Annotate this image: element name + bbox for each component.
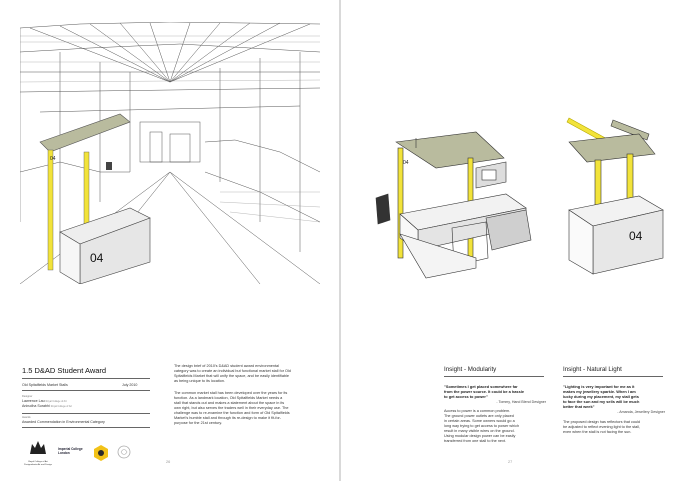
award-text: Awarded Commendation in Environmental Ca… (22, 420, 105, 424)
rca-crest-icon (30, 441, 46, 454)
insight-heading-natural-light: Insight - Natural Light (563, 366, 622, 373)
project-rule (22, 390, 150, 391)
circle-emblem-icon (117, 445, 131, 459)
team-list: Lawrence Lau Royal College of Art Anirud… (22, 399, 72, 410)
page-title: 1.5 D&AD Student Award (22, 366, 107, 375)
team-label: Designer (22, 395, 33, 398)
modularity-body: Access to power is a common problem. The… (444, 409, 520, 443)
page-left: 04 04 1.5 D&AD Student Award Old Spitalf… (0, 0, 339, 481)
team-member-name: Lawrence Lau (22, 399, 45, 403)
imperial-logo-text: Imperial College London (58, 447, 83, 455)
page-right: 04 04 Insight - Modularity "Sometimes I … (341, 0, 680, 481)
natural-light-quote: "Lighting is very important for me as it… (563, 384, 640, 409)
reflector-stall-diagram: 04 (566, 117, 664, 275)
project-name: Old Spitalfields Market Stalls (22, 383, 68, 387)
natural-light-attribution: - Amanda, Jewellery Designer (617, 410, 665, 414)
modularity-quote: "Sometimes I get placed somewhere far fr… (444, 384, 524, 399)
circle-logo (116, 444, 132, 467)
rca-logo: Royal College of Art Postgraduate Art an… (24, 438, 52, 466)
modularity-attribution: - Tommy, Hand Blend Designer (496, 400, 546, 404)
team-member-name: Anirudha Surabhi (22, 404, 50, 409)
stall-number-sign-small: 04 (50, 156, 56, 162)
imperial-logo: Imperial College London (58, 447, 88, 456)
market-hall-sketch: 04 04 (20, 22, 320, 284)
stall-number-sign: 04 (90, 251, 104, 265)
team-member: Anirudha Surabhi Royal College of Art (22, 404, 72, 409)
page-number-left: 26 (166, 460, 171, 464)
page-number-right: 27 (508, 460, 513, 464)
team-member-note: Royal College of Art (50, 405, 72, 409)
natural-light-rule (563, 376, 663, 377)
exploded-stall-diagram: 04 (375, 131, 532, 279)
reflector-stall-number: 04 (629, 229, 643, 243)
hexagon-logo (93, 444, 109, 467)
team-member: Lawrence Lau Royal College of Art (22, 399, 72, 404)
team-rule (22, 413, 150, 414)
award-rule (22, 427, 150, 428)
book-gutter (339, 0, 341, 481)
project-date: July 2010 (122, 383, 138, 387)
intro-paragraph-1: The design brief of 2010's D&AD student … (174, 364, 291, 383)
title-rule (22, 378, 150, 379)
natural-light-body: The proposed design has reflectors that … (563, 420, 641, 434)
insight-heading-modularity: Insight - Modularity (444, 366, 497, 373)
awards-label: Awards (22, 416, 31, 419)
rca-logo-text: Royal College of Art Postgraduate Art an… (24, 461, 52, 466)
hexagon-badge-icon (94, 445, 108, 461)
modularity-rule (444, 376, 544, 377)
exploded-stall-number: 04 (403, 160, 409, 166)
team-member-note: Royal College of Art (45, 400, 67, 403)
intro-paragraph-2: The common market stall has been develop… (174, 391, 290, 425)
